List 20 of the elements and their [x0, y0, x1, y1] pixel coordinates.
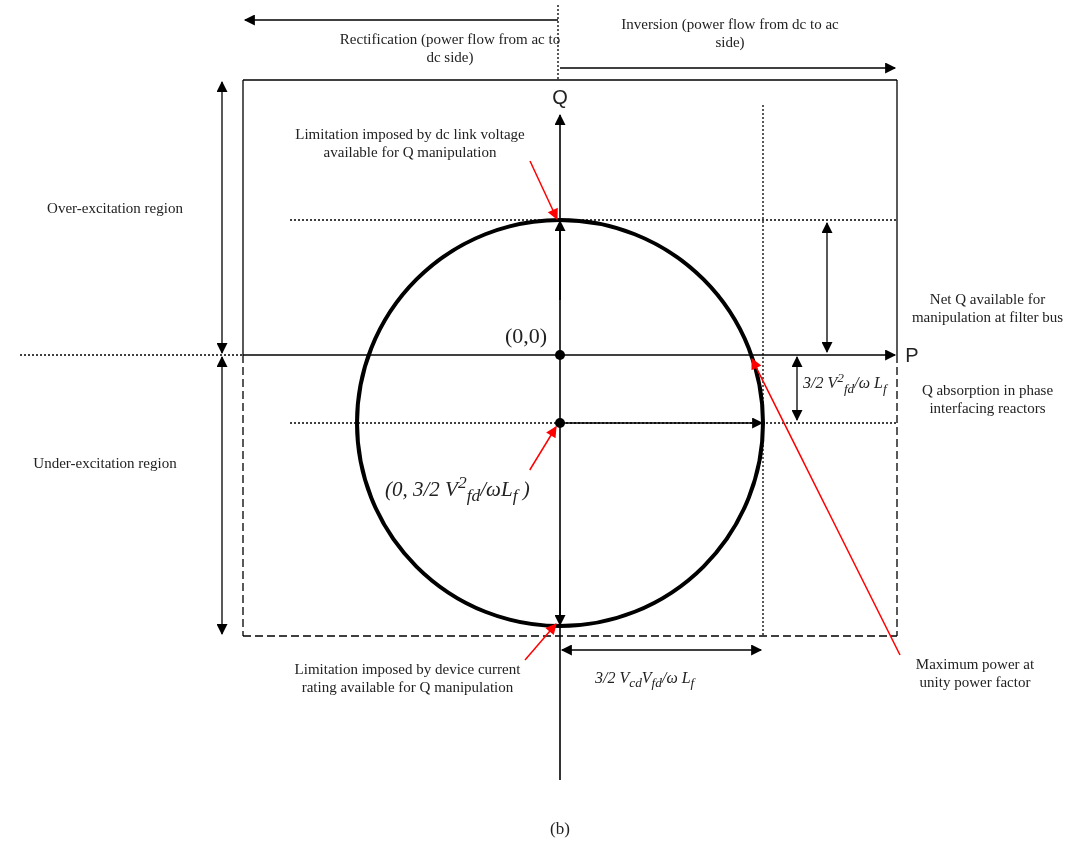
callout-text: Limitation imposed by device current rating available for Q manipulation [290, 660, 525, 696]
formula-label: 3/2 V$^{2}$$_{fd}$/ω L$_{f}$ [803, 369, 889, 398]
annotation-text: Net Q available for manipulation at filter bus [910, 290, 1065, 326]
annotation-text: Q absorption in phase interfacing reactors [920, 381, 1055, 417]
annotation-text: Inversion (power flow from dc to ac side) [620, 15, 840, 51]
formula-label: 3/2 V$_{cd}$V$_{fd}$/ω L$_{f}$ [595, 668, 697, 693]
callout-text: Limitation imposed by dc link voltage available for Q manipulation [290, 125, 530, 161]
caption: (b) [549, 820, 571, 838]
leader-line [524, 623, 557, 661]
coordinate-label: (0,0) [503, 324, 549, 348]
annotation-text: Under-excitation region [32, 454, 178, 472]
annotation-text: Over-excitation region [46, 199, 184, 217]
axis-label: Q [551, 88, 569, 106]
leader-line [529, 160, 558, 220]
leader-line [751, 358, 901, 656]
axis-label: P [904, 346, 920, 364]
coordinate-formula: (0, 3/2 V$^{2}$$_{fd}$/ωL$_{f}$ ) [385, 470, 530, 508]
leader-line [529, 426, 557, 471]
annotation-text: Rectification (power flow from ac to dc side) [338, 30, 562, 66]
callout-text: Maximum power at unity power factor [900, 655, 1050, 691]
